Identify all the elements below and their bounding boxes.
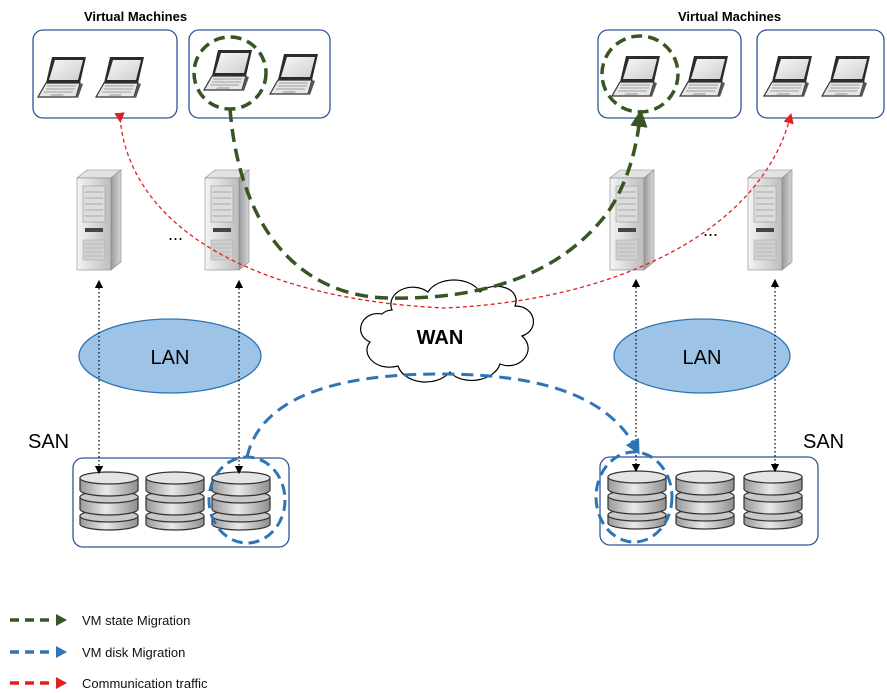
- server-icon: [204, 169, 250, 271]
- left-lan-ellipse: [78, 318, 262, 394]
- legend-item-state: VM state Migration: [10, 613, 190, 628]
- legend-label: VM disk Migration: [82, 645, 185, 660]
- right-vm-group: [597, 29, 885, 119]
- left-vm-group: [32, 29, 331, 119]
- database-icon: [607, 470, 667, 530]
- server-icon: [76, 169, 122, 271]
- vm-state-migration-path: [228, 108, 648, 300]
- left-lan-label: LAN: [151, 347, 190, 369]
- wan-label: WAN: [417, 327, 464, 349]
- right-san-label: SAN: [803, 431, 844, 453]
- database-icon: [79, 471, 139, 531]
- database-icon: [211, 471, 271, 531]
- database-icon: [743, 470, 803, 530]
- right-vm-title: Virtual Machines: [678, 9, 781, 24]
- legend: VM state Migration VM disk Migration Com…: [10, 613, 208, 691]
- database-icon: [675, 470, 735, 530]
- legend-item-traffic: Communication traffic: [10, 676, 208, 691]
- legend-arrow-icon: [56, 646, 67, 658]
- wan-cloud: [360, 279, 534, 383]
- left-server-ellipsis: ...: [168, 224, 183, 244]
- right-lan-label: LAN: [683, 347, 722, 369]
- legend-arrow-icon: [56, 677, 67, 689]
- left-vm-title: Virtual Machines: [84, 9, 187, 24]
- legend-label: Communication traffic: [82, 676, 208, 691]
- legend-label: VM state Migration: [82, 613, 190, 628]
- legend-item-disk: VM disk Migration: [10, 645, 185, 660]
- server-icon: [609, 169, 655, 271]
- right-server-ellipsis: ...: [703, 220, 718, 240]
- legend-arrow-icon: [56, 614, 67, 626]
- left-san-label: SAN: [28, 431, 69, 453]
- communication-traffic-path: [114, 112, 794, 309]
- vm-disk-migration-path: [245, 372, 640, 458]
- server-icon: [747, 169, 793, 271]
- database-icon: [145, 471, 205, 531]
- right-lan-ellipse: [613, 318, 791, 394]
